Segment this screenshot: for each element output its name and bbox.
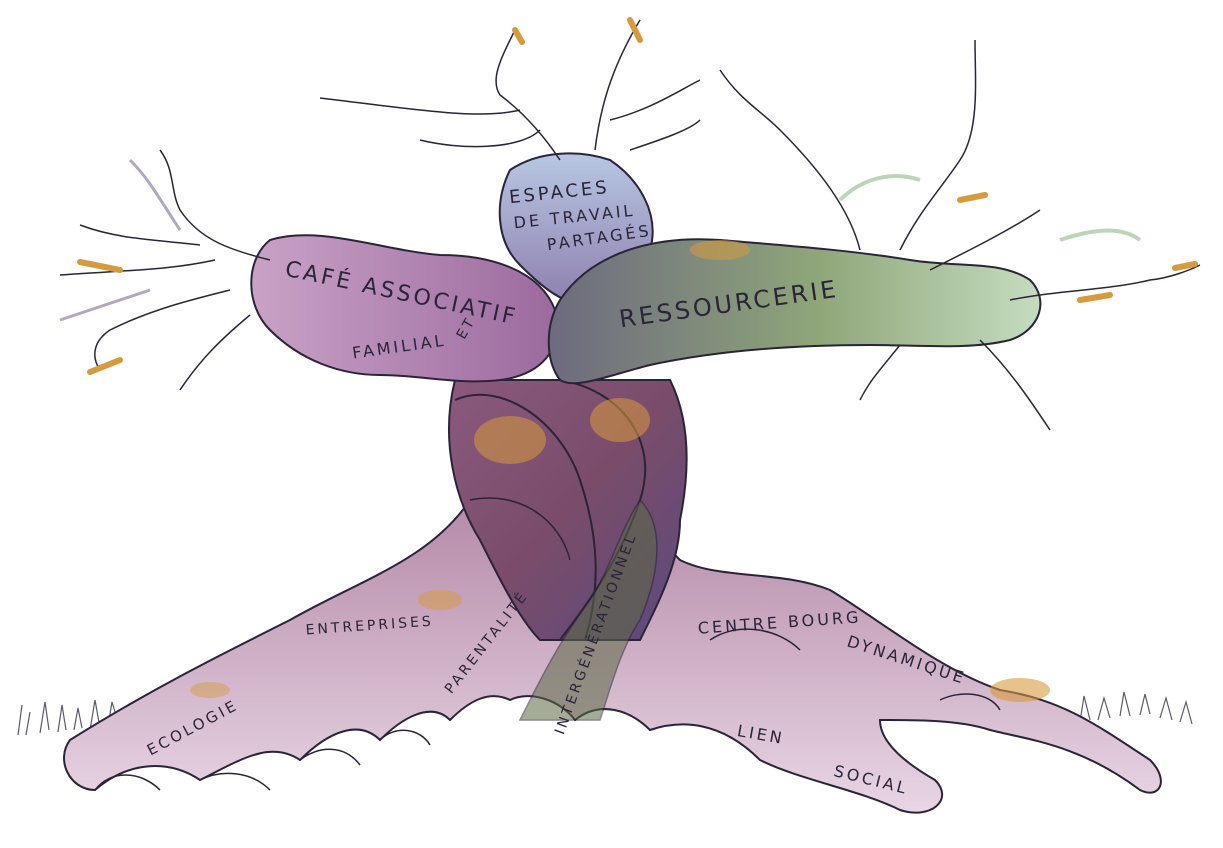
grass-right [1080,692,1192,724]
